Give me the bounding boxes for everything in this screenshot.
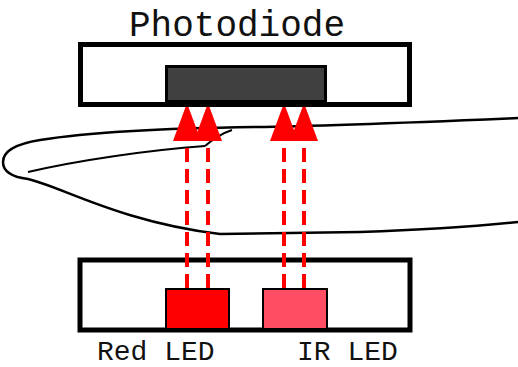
red-led: Red LED: [165, 288, 230, 330]
light-ray-arrow: [173, 103, 201, 288]
light-ray-arrow: [270, 103, 298, 288]
node-label: IR LED: [297, 339, 398, 367]
light-ray-arrow: [290, 103, 318, 288]
fingernail-edge: [205, 130, 232, 146]
fingernail-line: [28, 146, 205, 172]
ir-led: IR LED: [262, 288, 328, 330]
led-housing: [80, 260, 410, 330]
finger-outline: [3, 118, 518, 234]
node-label: Photodiode: [129, 9, 345, 45]
photodiode-housing: Photodiode: [78, 42, 412, 107]
photodiode-sensor: [165, 65, 327, 103]
node-label: Red LED: [97, 339, 215, 367]
light-ray-arrow: [194, 103, 222, 288]
